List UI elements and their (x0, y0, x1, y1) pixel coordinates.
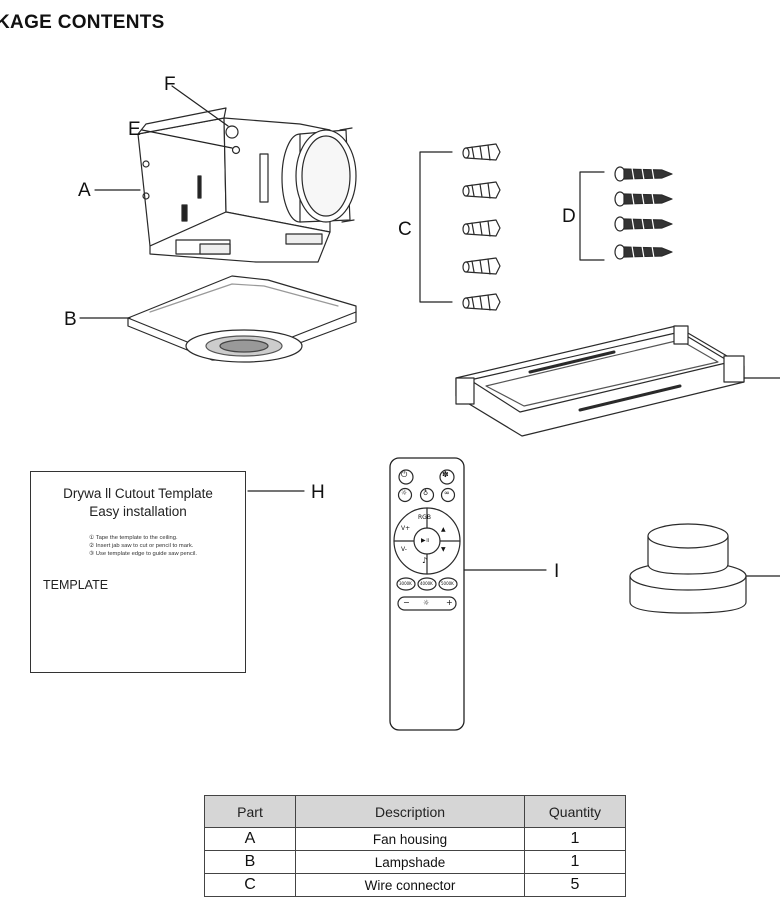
wire-connector (462, 257, 501, 275)
brightness-plus: + (446, 598, 453, 607)
fan-housing-drawing (137, 107, 357, 263)
template-label: TEMPLATE (43, 578, 109, 592)
wire-connector (462, 181, 501, 199)
wire-connector (462, 293, 501, 311)
color-temp-label: 3000K (399, 581, 412, 586)
screw (614, 244, 673, 260)
power-icon: ⏻ (401, 470, 408, 479)
screw (614, 191, 673, 207)
page-title: CKAGE CONTENTS (0, 12, 165, 33)
round-button-drawing (629, 523, 780, 614)
play-pause-label: ▶॥ (421, 537, 430, 544)
parts-table: Part Description Quantity A Fan housing … (204, 795, 626, 897)
cell-description: Fan housing (295, 827, 525, 851)
callout-a: A (78, 180, 91, 201)
drywall-template-card: Drywa ll Cutout Template Easy installati… (30, 471, 246, 673)
callout-c: C (398, 219, 412, 240)
wire-connector (462, 143, 501, 161)
table-header-row: Part Description Quantity (204, 795, 626, 828)
fan-icon: ✽ (442, 470, 449, 479)
screws-drawing (579, 166, 673, 261)
table-row: B Lampshade 1 (204, 850, 626, 874)
color-temp-label: 5000K (441, 581, 454, 586)
table-row: C Wire connector 5 (204, 873, 626, 897)
color-temp-label: 4000K (420, 581, 433, 586)
template-steps: ① Tape the template to the ceiling. ② In… (89, 534, 197, 558)
volume-down-label: V- (401, 546, 407, 553)
cell-part: B (204, 850, 296, 874)
template-step: ① Tape the template to the ceiling. (89, 535, 178, 541)
lampshade-drawing (127, 275, 357, 363)
template-step: ③ Use template edge to guide saw pencil. (89, 551, 197, 557)
callout-i: I (554, 561, 560, 582)
template-step: ② Insert jab saw to cut or pencil to mar… (89, 543, 194, 549)
link-icon: ∞ (444, 489, 450, 497)
music-note-icon: ♪ (422, 556, 428, 565)
brightness-minus: − (403, 598, 410, 607)
screw (614, 166, 673, 182)
header-part: Part (204, 795, 296, 828)
template-title: Drywa ll Cutout Template (63, 486, 213, 501)
volume-up-label: V+ (401, 525, 411, 532)
bulb-icon: ♁ (423, 489, 429, 497)
table-row: A Fan housing 1 (204, 827, 626, 851)
down-arrow-icon: ▼ (441, 546, 446, 553)
cell-quantity: 5 (524, 873, 626, 897)
header-quantity: Quantity (524, 795, 626, 828)
wire-connector (462, 219, 501, 237)
callout-e: E (128, 119, 141, 140)
cell-quantity: 1 (524, 850, 626, 874)
brightness-icon: ☼ (423, 599, 430, 607)
template-subtitle: Easy installation (89, 504, 187, 519)
cell-part: A (204, 827, 296, 851)
cell-description: Lampshade (295, 850, 525, 874)
remote-drawing (389, 457, 547, 731)
cell-quantity: 1 (524, 827, 626, 851)
header-description: Description (295, 795, 525, 828)
leader-lines (79, 85, 305, 492)
wire-connectors-drawing (419, 143, 501, 311)
screw (614, 216, 673, 232)
dimmer-icon: ☼ (401, 489, 408, 497)
up-arrow-icon: ▲ (441, 526, 446, 533)
cell-part: C (204, 873, 296, 897)
callout-b: B (64, 309, 77, 330)
rgb-label: RGB (418, 514, 431, 521)
cell-description: Wire connector (295, 873, 525, 897)
callout-d: D (562, 206, 576, 227)
callout-f: F (164, 74, 176, 95)
mounting-bracket-drawing (455, 325, 780, 437)
callout-h: H (311, 482, 325, 503)
